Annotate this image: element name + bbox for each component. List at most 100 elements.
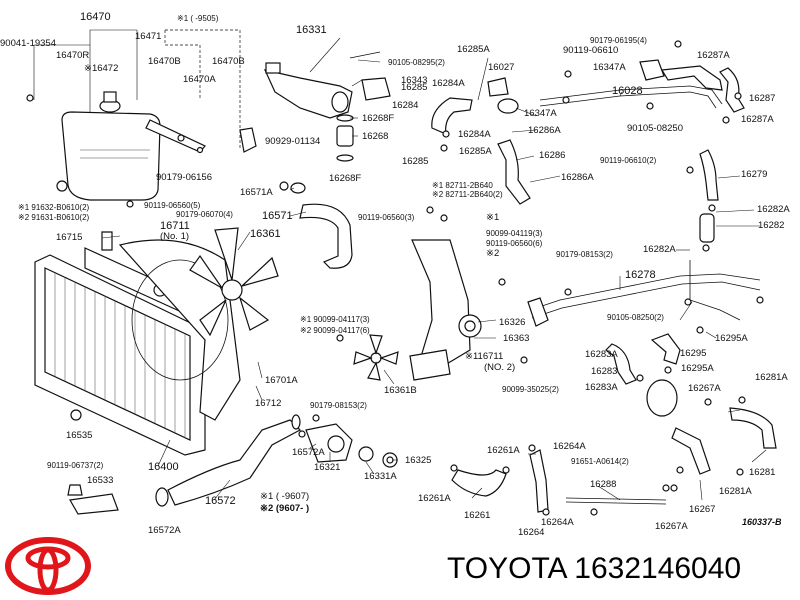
part-label-16284: 16284	[392, 100, 419, 111]
part-label-16282: 16282	[758, 220, 785, 231]
diagram-code: 160337-B	[742, 517, 782, 527]
part-label-16027: 16027	[488, 62, 515, 73]
part-label-16471: 16471	[135, 31, 162, 42]
part-label-16572A-b: 16572A	[148, 525, 181, 536]
part-label-16267: 16267	[689, 504, 716, 515]
water-pipe-16278	[527, 260, 764, 327]
part-label-16470A: 16470A	[183, 74, 216, 85]
note-bottom-1: ※1 ( -9607)	[260, 491, 310, 502]
part-label-90179-08153-b: 90179-08153(2)	[310, 401, 367, 410]
part-label-16286A-b: 16286A	[561, 172, 594, 183]
part-label-16287A-b: 16287A	[741, 114, 774, 125]
part-label-16285A-a: 16285A	[457, 44, 490, 55]
part-label-16284A-a: 16284A	[432, 78, 465, 89]
lower-radiator-hose	[155, 414, 301, 507]
part-label-16363: 16363	[503, 333, 530, 344]
note-bottom-2: ※2 (9607- )	[260, 503, 310, 514]
part-label-16470: 16470	[80, 11, 111, 23]
part-label-16701A: 16701A	[265, 375, 298, 386]
part-label-16470B-a: 16470B	[148, 56, 181, 67]
part-label-16715: 16715	[56, 232, 83, 243]
part-label-16264: 16264	[518, 527, 545, 538]
part-label-90105-08250-a: 90105-08250	[627, 123, 683, 134]
water-outlet	[263, 62, 353, 119]
part-label-16287: 16287	[749, 93, 776, 104]
part-label-16321: 16321	[314, 462, 341, 473]
water-hose-16264	[528, 444, 598, 516]
part-label-90105-08295: 90105-08295(2)	[388, 58, 445, 67]
fan-coupling	[353, 334, 399, 381]
part-label-no1: (No. 1)	[160, 231, 190, 242]
part-number: 1632146040	[574, 552, 742, 585]
part-label-90119-06560-3: 90119-06560(3)	[358, 213, 415, 222]
fan-shroud	[118, 239, 241, 421]
part-label-116711: ※116711	[465, 351, 504, 362]
cooling-fan	[189, 227, 279, 337]
part-label-16268: 16268	[362, 131, 389, 142]
part-label-16347A-b: 16347A	[593, 62, 626, 73]
part-label-16261A-b: 16261A	[418, 493, 451, 504]
part-label-16571: 16571	[262, 210, 293, 222]
part-caption: TOYOTA 1632146040	[447, 552, 741, 586]
part-label-16295A-a: 16295A	[715, 333, 748, 344]
part-label-16326: 16326	[499, 317, 526, 328]
part-label-82711-2B640-1: ※1 82711-2B640	[432, 181, 493, 190]
part-label-16325: 16325	[405, 455, 432, 466]
part-label-16264A-b: 16264A	[541, 517, 574, 528]
water-hose-16287	[719, 67, 745, 124]
part-label-16279: 16279	[741, 169, 768, 180]
brand-name: TOYOTA	[447, 552, 566, 585]
heater-hoses-top	[431, 77, 531, 205]
part-label-16287A-a: 16287A	[697, 50, 730, 61]
leader-lines	[101, 37, 767, 501]
part-label-90099-04119b: 90099-04119(3)	[486, 229, 543, 238]
small-fasteners	[26, 40, 694, 515]
part-label-90099-35025: 90099-35025(2)	[502, 385, 559, 394]
part-label-16343: 16343	[401, 75, 428, 86]
part-label-16535: 16535	[66, 430, 93, 441]
part-label-90041-19354: 90041-19354	[0, 38, 56, 49]
water-hose-16283	[605, 343, 644, 385]
part-label-16282A-b: 16282A	[643, 244, 676, 255]
part-label-16361B: 16361B	[384, 385, 417, 396]
part-label-16282A-a: 16282A	[757, 204, 790, 215]
part-label-90099-04119: ※1	[486, 212, 500, 223]
part-label-star2: ※2	[486, 248, 500, 259]
part-label-16286: 16286	[539, 150, 566, 161]
part-label-16572A-a: 16572A	[292, 447, 325, 458]
part-label-16331: 16331	[296, 24, 327, 36]
bypass-pipe-16288	[565, 484, 670, 505]
part-label-16572: 16572	[205, 495, 236, 507]
part-label-16331A: 16331A	[364, 471, 397, 482]
water-hose-16279	[699, 149, 719, 252]
part-label-16267A-a: 16267A	[688, 383, 721, 394]
part-label-90099-04117-1: ※1 90099-04117(3)	[300, 315, 370, 324]
part-label-16284A-b: 16284A	[458, 129, 491, 140]
water-hose-16281	[704, 396, 777, 476]
part-label-90119-06610-2: 90119-06610(2)	[600, 156, 657, 165]
part-label-90179-06195: 90179-06195(4)	[590, 36, 647, 45]
part-label-16295A-b: 16295A	[681, 363, 714, 374]
part-label-16268F-b: 16268F	[329, 173, 362, 184]
note-top-left: ※1 ( -9505)	[177, 14, 219, 23]
part-label-no2: (NO. 2)	[484, 362, 516, 373]
part-label-16268F-a: 16268F	[362, 113, 395, 124]
part-label-90099-04117-2: ※2 90099-04117(6)	[300, 326, 370, 335]
part-label-16281: 16281	[749, 467, 776, 478]
part-label-16470R: 16470R	[56, 50, 90, 61]
overflow-hose	[145, 119, 206, 154]
gaskets	[336, 51, 391, 162]
part-label-90119-06560-5: 90119-06560(5)	[144, 201, 201, 210]
part-label-16283: 16283	[591, 366, 618, 377]
part-label-16267A-b: 16267A	[655, 521, 688, 532]
upper-radiator-hose	[290, 182, 353, 269]
toyota-logo-icon	[5, 537, 91, 595]
part-label-16281A-a: 16281A	[755, 372, 788, 383]
part-label-16028: 16028	[612, 85, 643, 97]
part-label-90119-06610: 90119-06610	[563, 45, 619, 56]
part-label-16286A-a: 16286A	[528, 125, 561, 136]
part-label-16285-a: 16285	[401, 82, 428, 93]
part-label-16261A-a: 16261A	[487, 445, 520, 456]
part-label-16361: 16361	[250, 228, 281, 240]
